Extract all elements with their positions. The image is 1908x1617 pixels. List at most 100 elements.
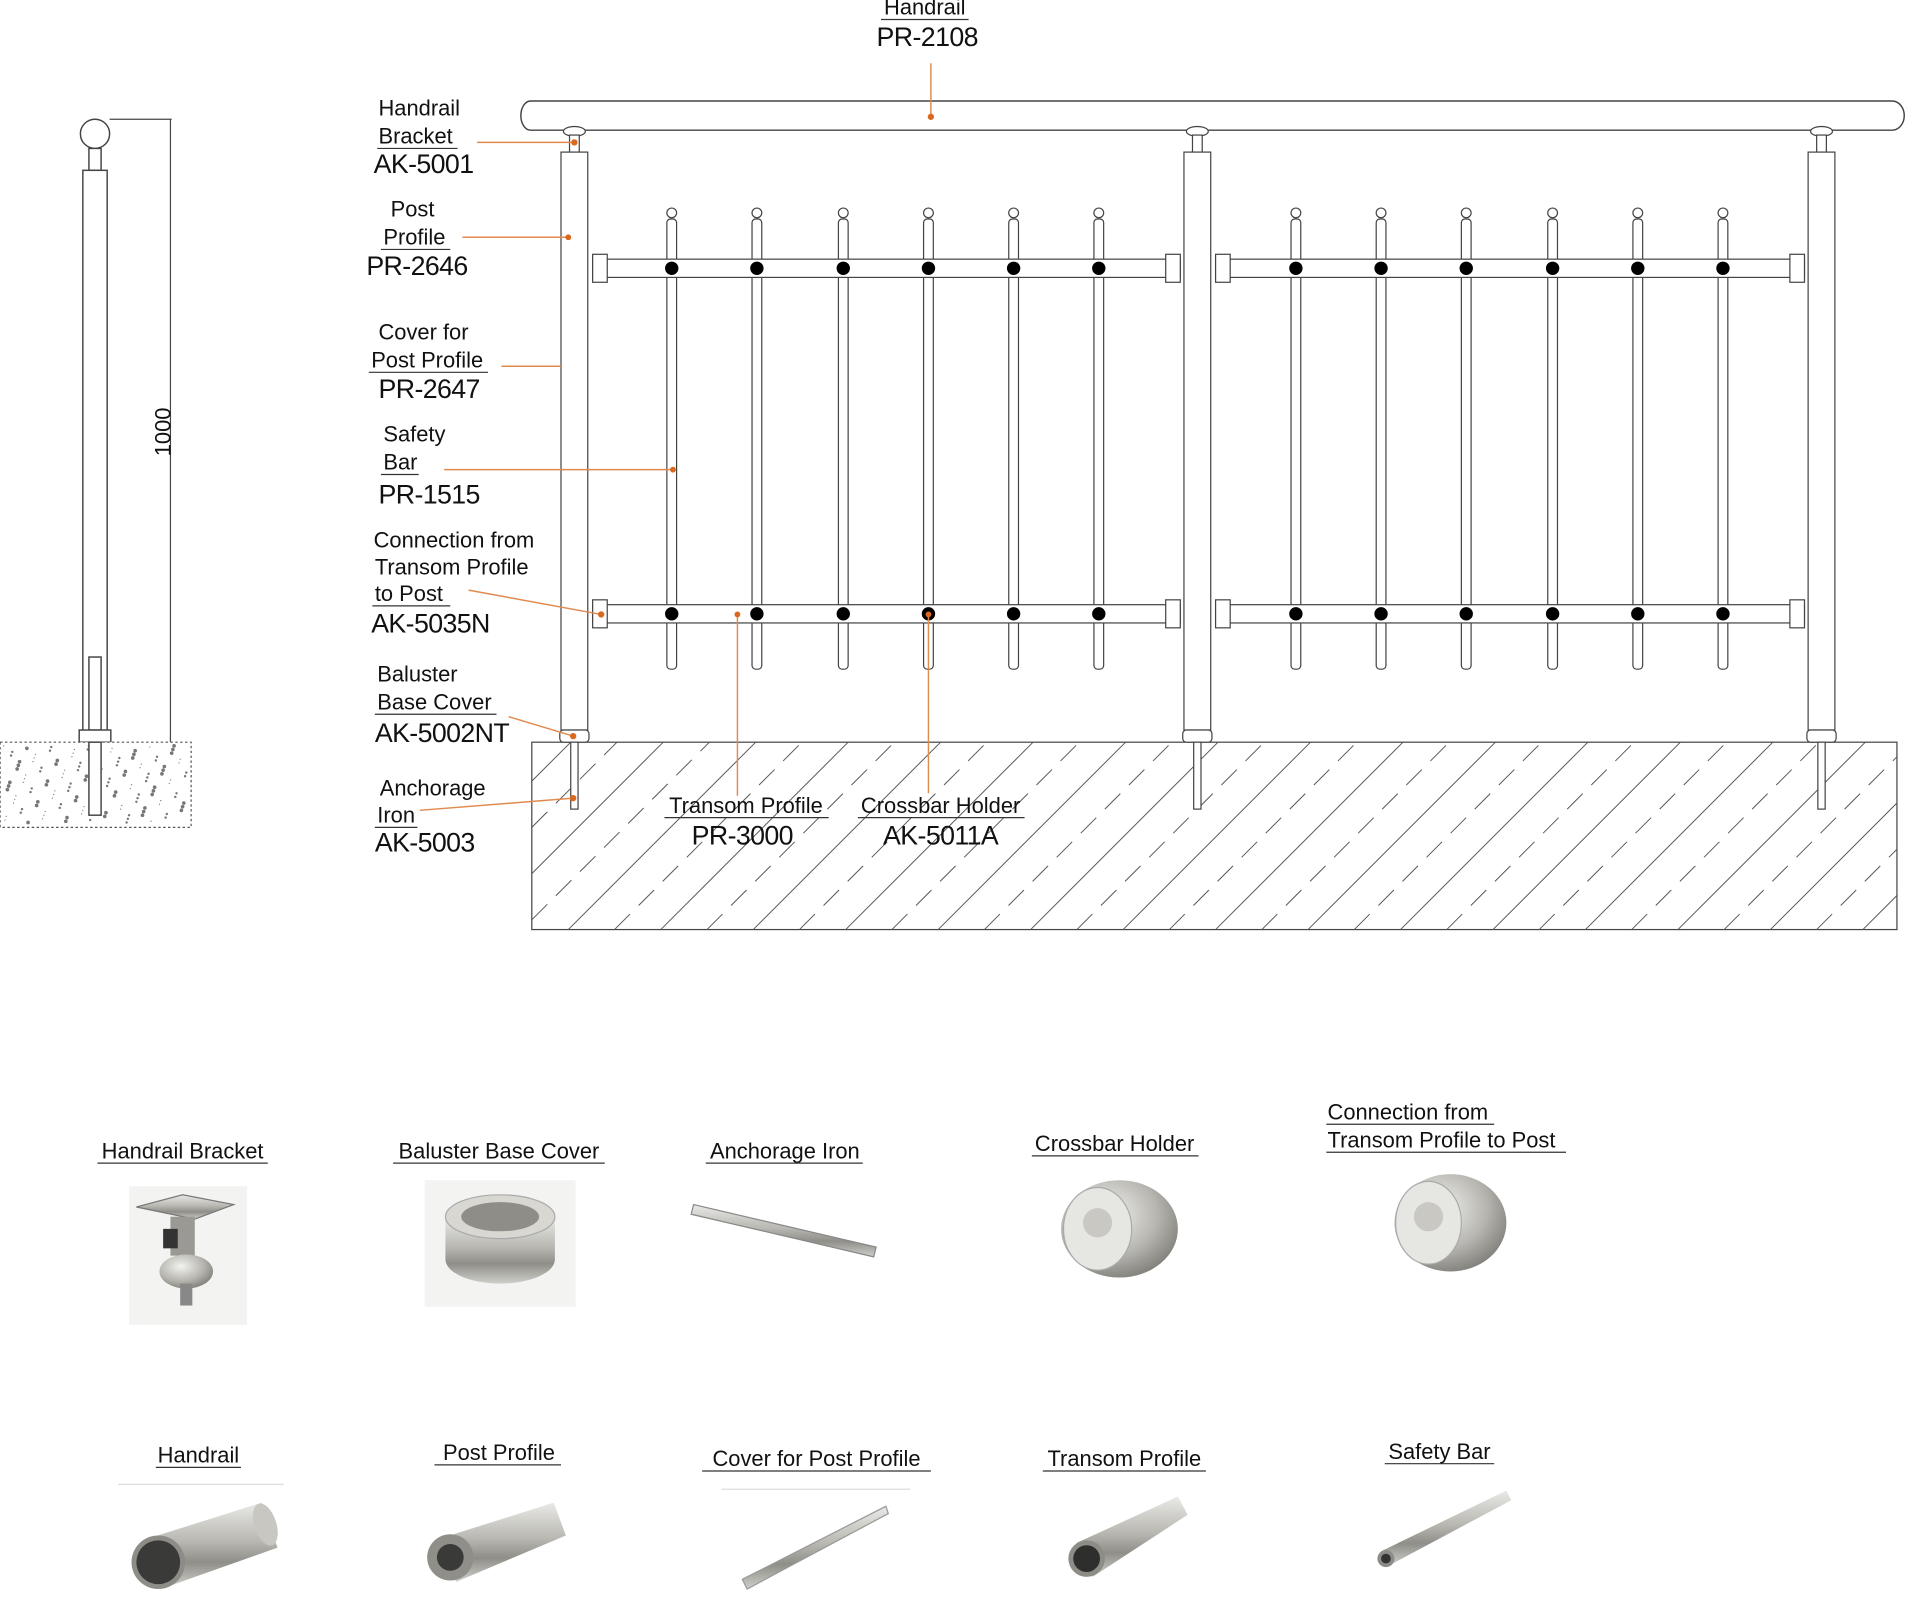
speckle <box>116 760 120 763</box>
safety-bar <box>751 218 763 670</box>
speckle <box>154 759 158 762</box>
speckle <box>73 748 75 751</box>
speckle <box>88 818 92 822</box>
callout-code: AK-5003 <box>375 828 475 858</box>
side-view: 1000 <box>0 118 192 828</box>
speckle <box>83 806 85 808</box>
crossbar-holder <box>1459 607 1473 621</box>
transom-connector <box>1165 253 1181 283</box>
post <box>559 125 590 810</box>
product-post-cover: Cover for Post Profile <box>702 1446 931 1590</box>
baluster-base-cover <box>1806 729 1837 743</box>
speckle <box>29 790 32 794</box>
anchorage-iron-image <box>690 1203 877 1258</box>
speckle <box>5 787 10 792</box>
speckle <box>3 745 5 747</box>
product-label: Handrail <box>158 1442 240 1467</box>
hatch-line <box>1446 741 1635 930</box>
speckle <box>158 803 161 805</box>
speckle <box>68 785 71 789</box>
hatch-line <box>799 741 988 930</box>
product-connection-transom-post: Connection from Transom Profile to Post <box>1326 1099 1567 1272</box>
transom-profile <box>1214 258 1806 279</box>
side-anchorage-iron <box>88 741 102 816</box>
speckle <box>143 806 147 810</box>
callout-name: Base Cover <box>377 689 491 714</box>
anchorage-iron <box>1193 741 1202 810</box>
product-label: Post Profile <box>443 1440 555 1465</box>
speckle <box>102 814 107 819</box>
speckle <box>58 806 61 810</box>
speckle <box>152 785 157 790</box>
speckle <box>61 776 63 779</box>
speckle <box>33 757 35 759</box>
speckle <box>48 749 52 752</box>
safety-bar <box>1717 218 1729 670</box>
crossbar-holder <box>836 607 850 621</box>
leader-dot <box>597 611 605 618</box>
product-crossbar-holder: Crossbar Holder <box>1031 1131 1199 1278</box>
speckle <box>12 802 15 804</box>
speckle <box>81 813 83 815</box>
crossbar-holder <box>665 607 679 621</box>
safety-bar-image <box>1377 1490 1512 1568</box>
posts <box>559 125 1837 810</box>
speckle <box>8 780 12 785</box>
speckle <box>42 818 44 820</box>
callout-name: Profile <box>383 225 445 250</box>
hatch-line <box>1585 741 1774 930</box>
product-transom-profile: Transom Profile <box>1042 1446 1206 1577</box>
baluster-cap <box>837 207 849 219</box>
product-label: Crossbar Holder <box>1035 1131 1194 1156</box>
speckle <box>146 776 149 779</box>
speckle <box>162 764 167 769</box>
speckle <box>74 795 79 799</box>
speckle <box>183 775 187 778</box>
speckle <box>32 761 34 763</box>
speckle <box>26 820 30 825</box>
speckle <box>9 754 13 757</box>
callout-name: Handrail <box>378 96 460 121</box>
baluster-cap <box>1290 207 1302 219</box>
hatch-line <box>706 741 895 930</box>
hatch-line <box>1862 895 1898 930</box>
speckle <box>39 770 42 773</box>
speckle <box>132 752 136 757</box>
crossbar-holder <box>921 261 936 275</box>
hatch-line <box>1353 741 1543 930</box>
hatch-line <box>1215 741 1404 930</box>
speckle <box>15 795 17 797</box>
hatch-line <box>567 741 757 930</box>
speckle <box>121 804 123 807</box>
speckle <box>129 787 131 790</box>
speckle <box>105 784 109 788</box>
callout-code: PR-2646 <box>366 251 467 281</box>
safety-bar <box>1547 218 1559 670</box>
transom-connector <box>1214 599 1231 629</box>
leader-dot <box>570 732 577 740</box>
hatch-line <box>1400 741 1589 930</box>
speckle <box>17 759 22 764</box>
crossbar-holder <box>1289 607 1303 621</box>
safety-bar <box>1460 218 1472 670</box>
speckle <box>112 793 117 798</box>
baluster-cap <box>751 207 763 219</box>
speckle <box>11 750 14 754</box>
crossbar-holder <box>1631 607 1645 621</box>
hatch-line <box>531 741 710 921</box>
baluster-cap <box>1717 207 1729 219</box>
hatch-line <box>1122 741 1311 930</box>
crossbar-holder <box>665 261 679 275</box>
speckle <box>180 804 185 809</box>
speckle <box>179 808 184 813</box>
baluster-cap <box>922 207 934 219</box>
safety-bar <box>1375 218 1387 670</box>
product-label: Baluster Base Cover <box>399 1138 600 1163</box>
handrail-bracket <box>1191 134 1203 153</box>
baluster-cap <box>1547 207 1559 219</box>
speckle <box>54 762 58 766</box>
speckle <box>40 766 43 769</box>
speckle <box>168 782 170 785</box>
anchorage-iron <box>570 741 579 810</box>
